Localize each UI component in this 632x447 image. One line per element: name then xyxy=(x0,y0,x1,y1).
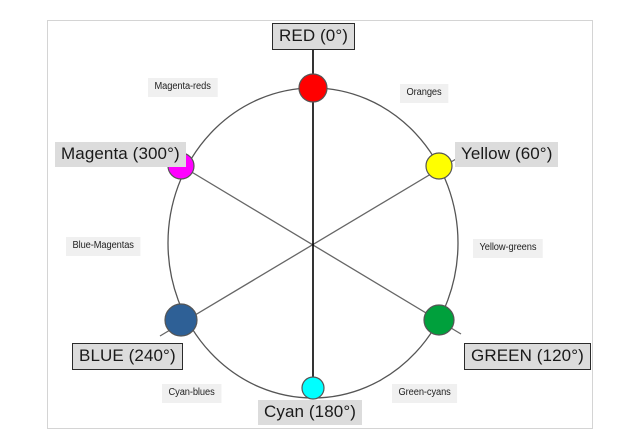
hue-marker-green[interactable] xyxy=(423,304,455,336)
hue-marker-cyan[interactable] xyxy=(301,376,325,400)
label-oranges: Oranges xyxy=(400,84,449,103)
label-red: RED (0°) xyxy=(272,23,355,50)
hue-marker-yellow[interactable] xyxy=(425,152,453,180)
label-yellow: Yellow (60°) xyxy=(455,142,559,167)
label-cyan-blues: Cyan-blues xyxy=(162,384,222,403)
label-blue-magentas: Blue-Magentas xyxy=(66,237,141,256)
axis-line-yellow-blue xyxy=(159,155,462,337)
label-green-cyans: Green-cyans xyxy=(392,384,458,403)
label-blue: BLUE (240°) xyxy=(72,343,183,370)
label-yellow-greens: Yellow-greens xyxy=(473,239,543,258)
label-cyan: Cyan (180°) xyxy=(258,400,362,425)
label-magenta: Magenta (300°) xyxy=(55,142,186,167)
label-magenta-reds: Magenta-reds xyxy=(148,78,218,97)
hue-marker-blue[interactable] xyxy=(164,303,198,337)
hue-marker-red[interactable] xyxy=(298,73,328,103)
label-green: GREEN (120°) xyxy=(464,343,591,370)
